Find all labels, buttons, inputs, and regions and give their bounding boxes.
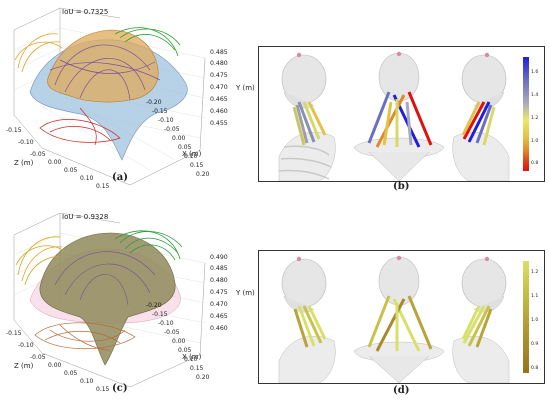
panel-d-frame: 1.2 1.1 1.0 0.9 0.8 <box>258 250 545 384</box>
x-tick: 0.15 <box>190 365 204 372</box>
x-axis-label: X (m) <box>182 150 202 158</box>
y-tick: 0.485 <box>210 265 228 272</box>
z-tick: -0.15 <box>6 330 22 337</box>
colorbar-tick: 0.8 <box>531 160 538 166</box>
caption-a: (a) <box>112 172 128 183</box>
x-tick: -0.05 <box>164 329 180 336</box>
z-tick: -0.10 <box>18 342 34 349</box>
x-tick: 0.10 <box>184 356 198 363</box>
colorbar-tick: 1.0 <box>531 317 538 323</box>
x-tick: -0.20 <box>146 302 162 309</box>
colorbar-ticks-d: 1.2 1.1 1.0 0.9 0.8 <box>531 269 538 371</box>
z-tick: 0.00 <box>48 362 62 369</box>
colorbar-tick: 1.2 <box>531 115 538 121</box>
skeleton-back <box>353 51 445 182</box>
y-tick: 0.455 <box>210 120 228 127</box>
colorbar-tick: 1.2 <box>531 269 538 275</box>
z-tick: -0.10 <box>18 139 34 146</box>
x-tick: -0.10 <box>158 117 174 124</box>
z-ticks-a: -0.15 -0.10 -0.05 0.00 0.05 0.10 0.15 <box>6 127 110 190</box>
panel-b-frame: 1.6 1.4 1.2 1.0 0.8 <box>258 46 545 182</box>
y-tick: 0.460 <box>210 325 228 332</box>
x-ticks-c: 0.20 0.15 0.10 0.05 0.00 -0.05 -0.10 -0.… <box>146 302 210 381</box>
y-tick: 0.465 <box>210 313 228 320</box>
z-tick: 0.05 <box>64 167 78 174</box>
z-tick: 0.10 <box>80 175 94 182</box>
y-axis-label: Y (m) <box>235 289 255 297</box>
plot-3d-a: 0.485 0.480 0.475 0.470 0.465 0.460 0.45… <box>6 7 255 190</box>
iou-label-c: IoU = 0.9328 <box>62 213 108 221</box>
z-tick: -0.05 <box>30 354 46 361</box>
y-tick: 0.485 <box>210 49 228 56</box>
panel-a: 0.485 0.480 0.475 0.470 0.465 0.460 0.45… <box>0 0 270 190</box>
muscle-render-d: 1.2 1.1 1.0 0.9 0.8 <box>278 255 538 384</box>
skeleton-back <box>353 255 445 384</box>
z-tick: 0.05 <box>64 370 78 377</box>
z-tick: 0.15 <box>96 386 110 393</box>
x-tick: -0.15 <box>152 108 168 115</box>
caption-c: (c) <box>112 383 128 394</box>
colorbar-tick: 1.1 <box>531 293 538 299</box>
y-ticks-a: 0.485 0.480 0.475 0.470 0.465 0.460 0.45… <box>210 49 228 127</box>
muscle-render-b: 1.6 1.4 1.2 1.0 0.8 <box>278 51 538 182</box>
colorbar-tick: 1.4 <box>531 92 538 98</box>
z-tick: 0.15 <box>96 183 110 190</box>
z-axis-label: Z (m) <box>14 362 34 370</box>
x-tick: 0.20 <box>196 374 210 381</box>
y-tick: 0.480 <box>210 277 228 284</box>
y-tick: 0.460 <box>210 108 228 115</box>
z-tick: 0.10 <box>80 378 94 385</box>
z-tick: -0.15 <box>6 127 22 134</box>
colorbar-d <box>523 261 529 373</box>
colorbar-tick: 0.9 <box>531 341 538 347</box>
x-ticks-a: 0.20 0.15 0.10 0.05 0.00 -0.05 -0.10 -0.… <box>146 99 210 178</box>
x-tick: -0.15 <box>152 311 168 318</box>
x-tick: 0.05 <box>178 144 192 151</box>
skeleton-side-left <box>278 256 336 384</box>
colorbar-tick: 1.6 <box>531 69 538 75</box>
colorbar-tick: 1.0 <box>531 138 538 144</box>
z-tick: -0.05 <box>30 151 46 158</box>
z-ticks-c: -0.15 -0.10 -0.05 0.00 0.05 0.10 0.15 <box>6 330 110 393</box>
y-tick: 0.470 <box>210 301 228 308</box>
caption-b: (b) <box>393 181 410 192</box>
x-tick: 0.00 <box>172 338 186 345</box>
y-tick: 0.475 <box>210 289 228 296</box>
x-axis-label: X (m) <box>182 353 202 361</box>
x-tick: 0.15 <box>190 162 204 169</box>
y-tick: 0.475 <box>210 72 228 79</box>
y-axis-label: Y (m) <box>235 84 255 92</box>
x-tick: 0.20 <box>196 171 210 178</box>
y-tick: 0.470 <box>210 84 228 91</box>
panel-c: 0.490 0.485 0.480 0.475 0.470 0.465 0.46… <box>0 205 270 404</box>
caption-d: (d) <box>393 385 410 396</box>
y-tick: 0.490 <box>210 254 228 261</box>
skeleton-side-right <box>452 52 510 182</box>
x-tick: 0.10 <box>184 153 198 160</box>
y-tick: 0.465 <box>210 96 228 103</box>
x-tick: 0.00 <box>172 135 186 142</box>
y-tick: 0.480 <box>210 60 228 67</box>
colorbar-tick: 0.8 <box>531 365 538 371</box>
y-ticks-c: 0.490 0.485 0.480 0.475 0.470 0.465 0.46… <box>210 254 228 332</box>
x-tick: 0.05 <box>178 347 192 354</box>
iou-label-a: IoU = 0.7325 <box>62 8 108 16</box>
x-tick: -0.10 <box>158 320 174 327</box>
z-axis-label: Z (m) <box>14 159 34 167</box>
skeleton-side-left <box>278 52 336 182</box>
colorbar-ticks-b: 1.6 1.4 1.2 1.0 0.8 <box>531 69 538 166</box>
x-tick: -0.20 <box>146 99 162 106</box>
z-tick: 0.00 <box>48 159 62 166</box>
plot-3d-c: 0.490 0.485 0.480 0.475 0.470 0.465 0.46… <box>6 212 255 393</box>
colorbar-b <box>523 57 529 171</box>
x-tick: -0.05 <box>164 126 180 133</box>
skeleton-side-right <box>452 256 510 384</box>
